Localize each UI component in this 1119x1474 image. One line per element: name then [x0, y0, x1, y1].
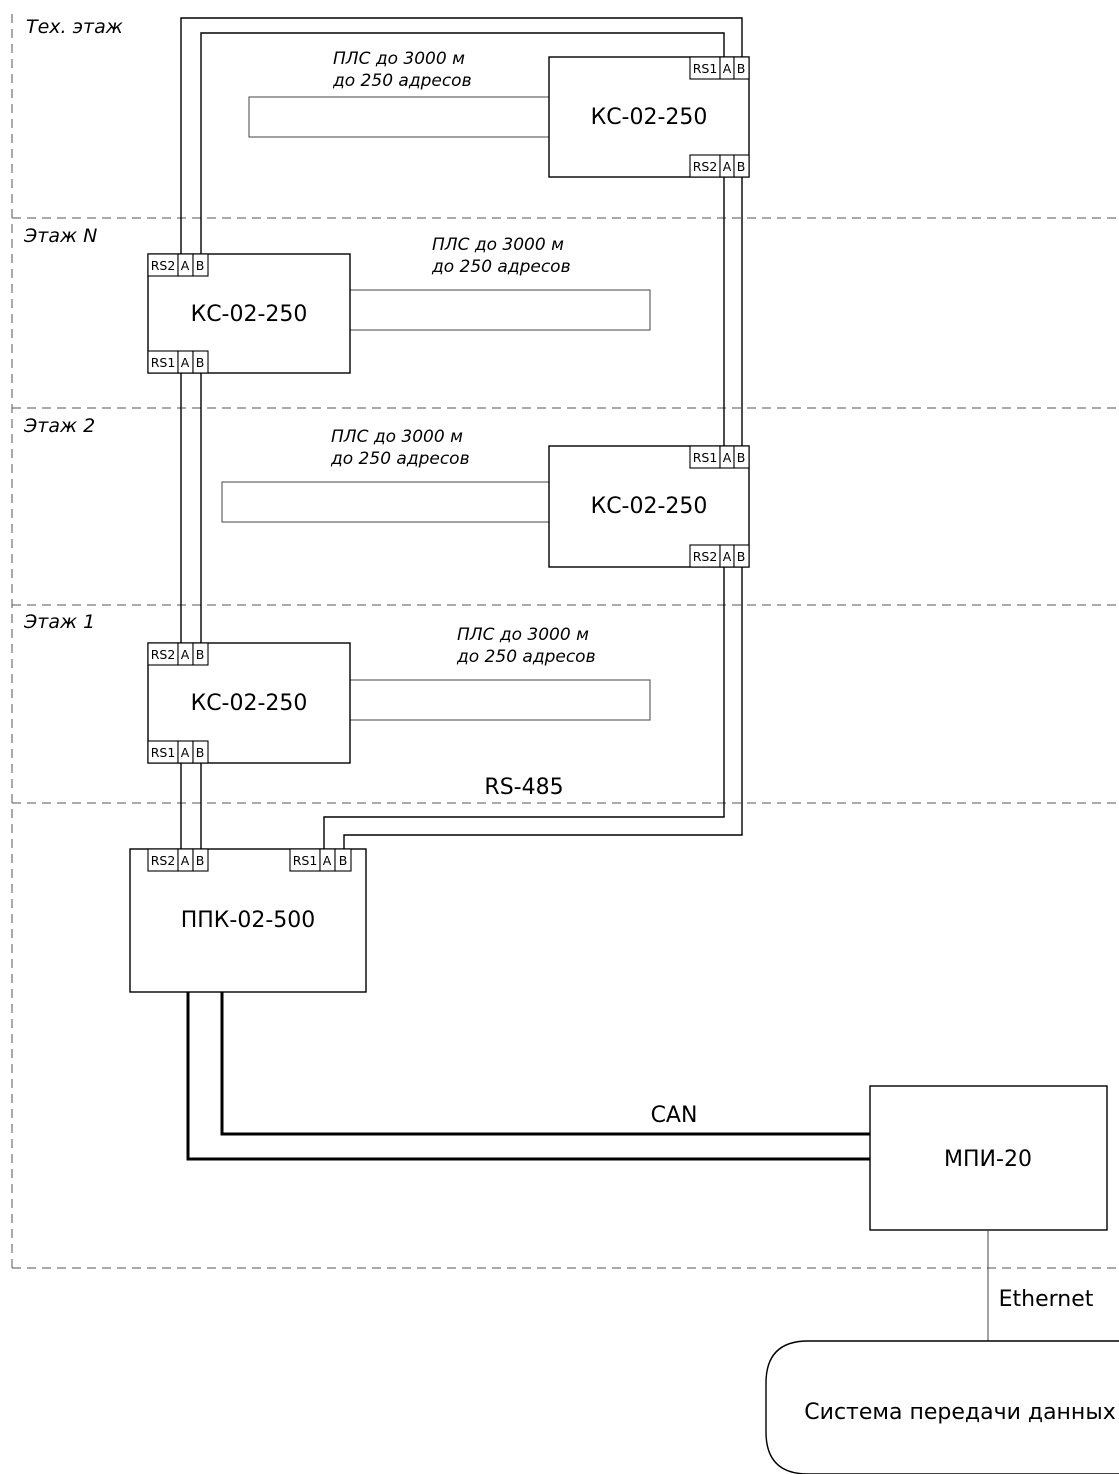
loop-lines: [221, 96, 651, 721]
svg-text:A: A: [323, 853, 332, 868]
port-rs1: RS1 A B: [147, 350, 209, 374]
port-rs1: RS1 A B: [689, 56, 750, 80]
port-rs2: RS2 A B: [147, 848, 209, 872]
svg-text:до 250 адресов: до 250 адресов: [456, 647, 596, 667]
ks-device-tech: КС-02-250 RS1 A B RS2 A B: [548, 56, 750, 178]
loop-caption-tech: ПЛС до 3000 м до 250 адресов: [332, 49, 472, 91]
data-transmission-system: Система передачи данных: [765, 1340, 1119, 1474]
ks-device-floor-2: КС-02-250 RS1 A B RS2 A B: [548, 445, 750, 568]
svg-text:RS1: RS1: [693, 450, 718, 465]
ppk-device: ППК-02-500 RS2 A B RS1 A B: [129, 848, 367, 993]
svg-text:RS1: RS1: [293, 853, 318, 868]
ethernet-label: Ethernet: [999, 1287, 1094, 1312]
svg-text:RS2: RS2: [151, 258, 176, 273]
svg-text:A: A: [723, 549, 732, 564]
rs485-label: RS-485: [484, 775, 563, 800]
svg-text:B: B: [196, 258, 205, 273]
svg-text:A: A: [181, 745, 190, 760]
svg-text:RS2: RS2: [693, 159, 718, 174]
loop-caption-2: ПЛС до 3000 м до 250 адресов: [330, 427, 470, 469]
port-rs1: RS1 A B: [289, 848, 352, 872]
svg-text:A: A: [181, 853, 190, 868]
svg-text:ППК-02-500: ППК-02-500: [181, 908, 316, 933]
port-rs2: RS2 A B: [147, 642, 209, 666]
svg-text:ПЛС до 3000 м: ПЛС до 3000 м: [333, 49, 465, 69]
svg-text:Система передачи данных: Система передачи данных: [804, 1400, 1115, 1425]
port-rs2: RS2 A B: [147, 253, 209, 277]
svg-text:B: B: [196, 647, 205, 662]
svg-text:КС-02-250: КС-02-250: [191, 302, 308, 327]
svg-text:B: B: [339, 853, 348, 868]
can-wires: [186, 992, 870, 1161]
svg-text:ПЛС до 3000 м: ПЛС до 3000 м: [457, 625, 589, 645]
svg-text:RS1: RS1: [151, 355, 176, 370]
svg-text:ПЛС до 3000 м: ПЛС до 3000 м: [331, 427, 463, 447]
port-rs1: RS1 A B: [689, 445, 750, 469]
svg-text:A: A: [181, 258, 190, 273]
svg-text:B: B: [196, 355, 205, 370]
port-rs2: RS2 A B: [689, 154, 750, 178]
svg-text:ПЛС до 3000 м: ПЛС до 3000 м: [432, 235, 564, 255]
svg-text:B: B: [196, 745, 205, 760]
svg-text:A: A: [723, 450, 732, 465]
svg-text:МПИ-20: МПИ-20: [944, 1147, 1032, 1172]
ks-device-floor-n: КС-02-250 RS2 A B RS1 A B: [147, 253, 351, 374]
floor-label-2: Этаж 2: [23, 415, 95, 437]
loop-caption-1: ПЛС до 3000 м до 250 адресов: [456, 625, 596, 667]
rs485-wires: [180, 17, 743, 849]
svg-text:B: B: [737, 549, 746, 564]
svg-text:A: A: [181, 647, 190, 662]
svg-text:КС-02-250: КС-02-250: [191, 691, 308, 716]
floor-label-tech: Тех. этаж: [26, 16, 123, 38]
svg-text:RS1: RS1: [151, 745, 176, 760]
svg-text:B: B: [737, 450, 746, 465]
svg-text:A: A: [723, 159, 732, 174]
floor-zones: [11, 14, 1119, 1269]
ks-device-floor-1: КС-02-250 RS2 A B RS1 A B: [147, 642, 351, 764]
svg-text:A: A: [723, 61, 732, 76]
svg-text:до 250 адресов: до 250 адресов: [332, 71, 472, 91]
floor-label-n: Этаж N: [23, 225, 97, 247]
svg-text:RS1: RS1: [693, 61, 718, 76]
svg-text:RS2: RS2: [151, 853, 176, 868]
svg-text:до 250 адресов: до 250 адресов: [431, 257, 571, 277]
loop-caption-n: ПЛС до 3000 м до 250 адресов: [431, 235, 571, 277]
svg-text:B: B: [196, 853, 205, 868]
svg-text:КС-02-250: КС-02-250: [591, 494, 708, 519]
svg-text:КС-02-250: КС-02-250: [591, 105, 708, 130]
svg-text:B: B: [737, 61, 746, 76]
floor-label-1: Этаж 1: [23, 611, 95, 633]
svg-text:до 250 адресов: до 250 адресов: [330, 449, 470, 469]
can-label: CAN: [651, 1103, 698, 1128]
svg-text:RS2: RS2: [693, 549, 718, 564]
svg-text:A: A: [181, 355, 190, 370]
mpi-device: МПИ-20: [869, 1085, 1108, 1231]
port-rs1: RS1 A B: [147, 740, 209, 764]
port-rs2: RS2 A B: [689, 544, 750, 568]
svg-text:RS2: RS2: [151, 647, 176, 662]
svg-text:B: B: [737, 159, 746, 174]
